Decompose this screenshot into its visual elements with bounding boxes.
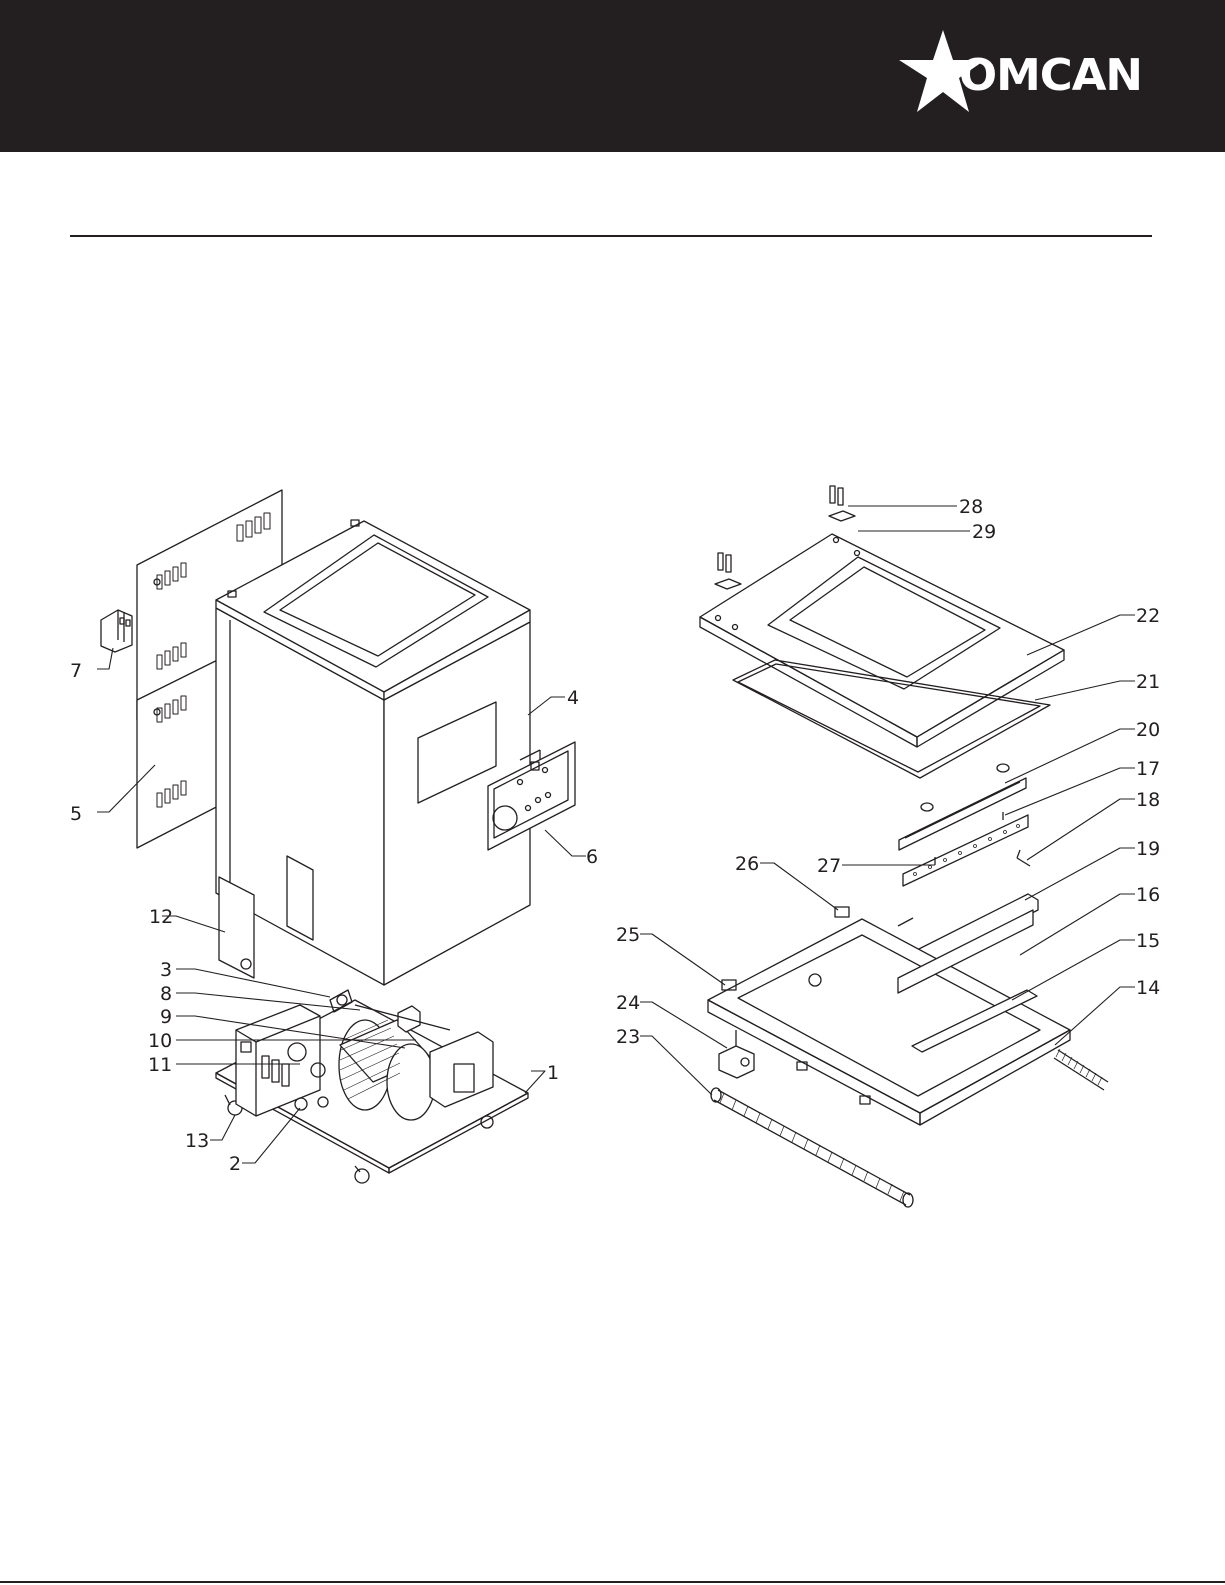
callout-19: 19 (1136, 838, 1160, 860)
callout-26: 26 (735, 853, 759, 875)
cabinet-body (216, 520, 530, 985)
callout-17: 17 (1136, 758, 1160, 780)
callout-7: 7 (70, 660, 82, 682)
callout-15: 15 (1136, 930, 1160, 952)
callout-3: 3 (160, 959, 172, 981)
callout-5: 5 (70, 803, 82, 825)
callout-4: 4 (567, 687, 579, 709)
callout-22: 22 (1136, 605, 1160, 627)
callout-25: 25 (616, 924, 640, 946)
callout-24: 24 (616, 992, 640, 1014)
callout-23: 23 (616, 1026, 640, 1048)
callout-16: 16 (1136, 884, 1160, 906)
callout-11: 11 (148, 1054, 172, 1076)
callout-28: 28 (959, 496, 983, 518)
callout-12: 12 (149, 906, 173, 928)
lower-cover (219, 877, 254, 978)
footer-rule (0, 1581, 1225, 1583)
lid (700, 534, 1064, 747)
callout-21: 21 (1136, 671, 1160, 693)
callout-8: 8 (160, 983, 172, 1005)
callout-18: 18 (1136, 789, 1160, 811)
callout-20: 20 (1136, 719, 1160, 741)
terminal-block (101, 610, 132, 652)
callout-6: 6 (586, 846, 598, 868)
rubber-feet (921, 764, 1009, 811)
callout-10: 10 (148, 1030, 172, 1052)
gas-spring-right (1054, 1049, 1108, 1090)
callout-9: 9 (160, 1006, 172, 1028)
callout-29: 29 (972, 521, 996, 543)
callout-14: 14 (1136, 977, 1160, 999)
base-frame (708, 907, 1070, 1125)
callout-2: 2 (229, 1153, 241, 1175)
callout-1: 1 (547, 1062, 559, 1084)
callout-13: 13 (185, 1130, 209, 1152)
callout-27: 27 (817, 855, 841, 877)
spring-mount (719, 1030, 754, 1078)
